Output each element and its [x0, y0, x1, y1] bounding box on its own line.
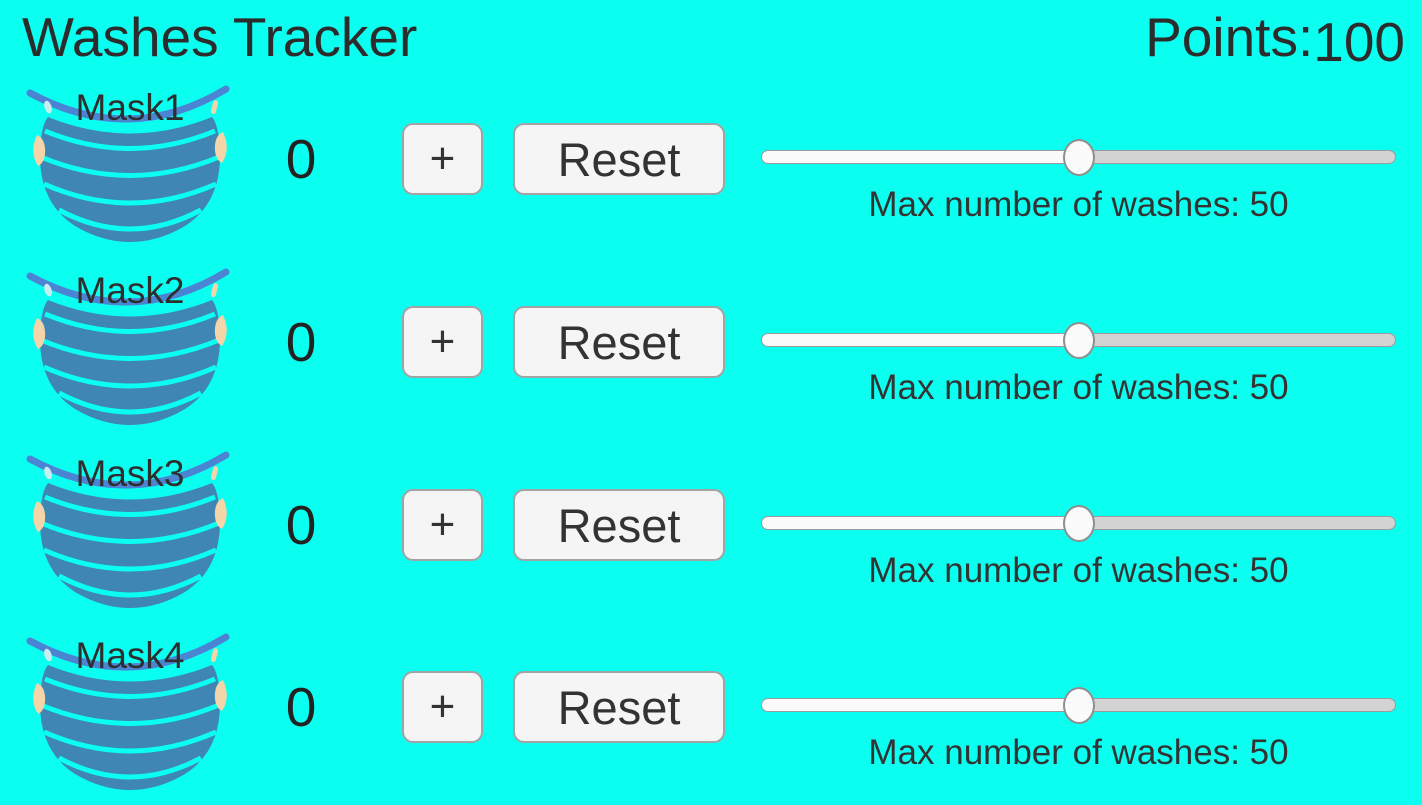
max-washes-label: Max number of washes: 50: [868, 185, 1289, 224]
points-display: Points:100: [1145, 6, 1405, 73]
mask-illustration: Mask1: [15, 77, 245, 249]
face-mask-icon: [26, 451, 230, 608]
mask-name-label: Mask4: [75, 635, 185, 676]
increment-button[interactable]: +: [402, 489, 483, 561]
mask-row: Mask1 0 + Reset Max number of washes: 50: [0, 75, 1422, 257]
increment-button[interactable]: +: [402, 123, 483, 195]
mask-name-label: Mask1: [75, 87, 185, 128]
wash-count: 0: [285, 128, 317, 190]
slider-thumb[interactable]: [1062, 322, 1095, 359]
points-value: 100: [1313, 11, 1405, 73]
mask-illustration: Mask3: [15, 443, 245, 615]
max-washes-label: Max number of washes: 50: [868, 733, 1289, 772]
max-washes-slider[interactable]: [761, 321, 1396, 359]
face-mask-icon: [26, 268, 230, 425]
mask-row: Mask4 0 + Reset Max number of washes: 50: [0, 623, 1422, 805]
mask-illustration: Mask4: [15, 625, 245, 797]
page-title: Washes Tracker: [22, 6, 418, 68]
wash-count: 0: [285, 494, 317, 556]
mask-row: Mask3 0 + Reset Max number of washes: 50: [0, 441, 1422, 623]
wash-count: 0: [285, 676, 317, 738]
slider-thumb[interactable]: [1062, 687, 1095, 724]
face-mask-icon: [26, 633, 230, 790]
mask-name-label: Mask3: [75, 453, 185, 494]
slider-thumb[interactable]: [1062, 505, 1095, 542]
points-label: Points:: [1145, 6, 1314, 68]
mask-illustration: Mask2: [15, 260, 245, 432]
reset-button[interactable]: Reset: [513, 306, 725, 378]
reset-button[interactable]: Reset: [513, 123, 725, 195]
face-mask-icon: [26, 85, 230, 242]
reset-button[interactable]: Reset: [513, 671, 725, 743]
max-washes-label: Max number of washes: 50: [868, 551, 1289, 590]
max-washes-slider[interactable]: [761, 686, 1396, 724]
reset-button[interactable]: Reset: [513, 489, 725, 561]
slider-thumb[interactable]: [1062, 139, 1095, 176]
mask-name-label: Mask2: [75, 270, 185, 311]
max-washes-slider[interactable]: [761, 138, 1396, 176]
increment-button[interactable]: +: [402, 306, 483, 378]
increment-button[interactable]: +: [402, 671, 483, 743]
max-washes-label: Max number of washes: 50: [868, 368, 1289, 407]
wash-count: 0: [285, 311, 317, 373]
max-washes-slider[interactable]: [761, 504, 1396, 542]
mask-row: Mask2 0 + Reset Max number of washes: 50: [0, 258, 1422, 440]
